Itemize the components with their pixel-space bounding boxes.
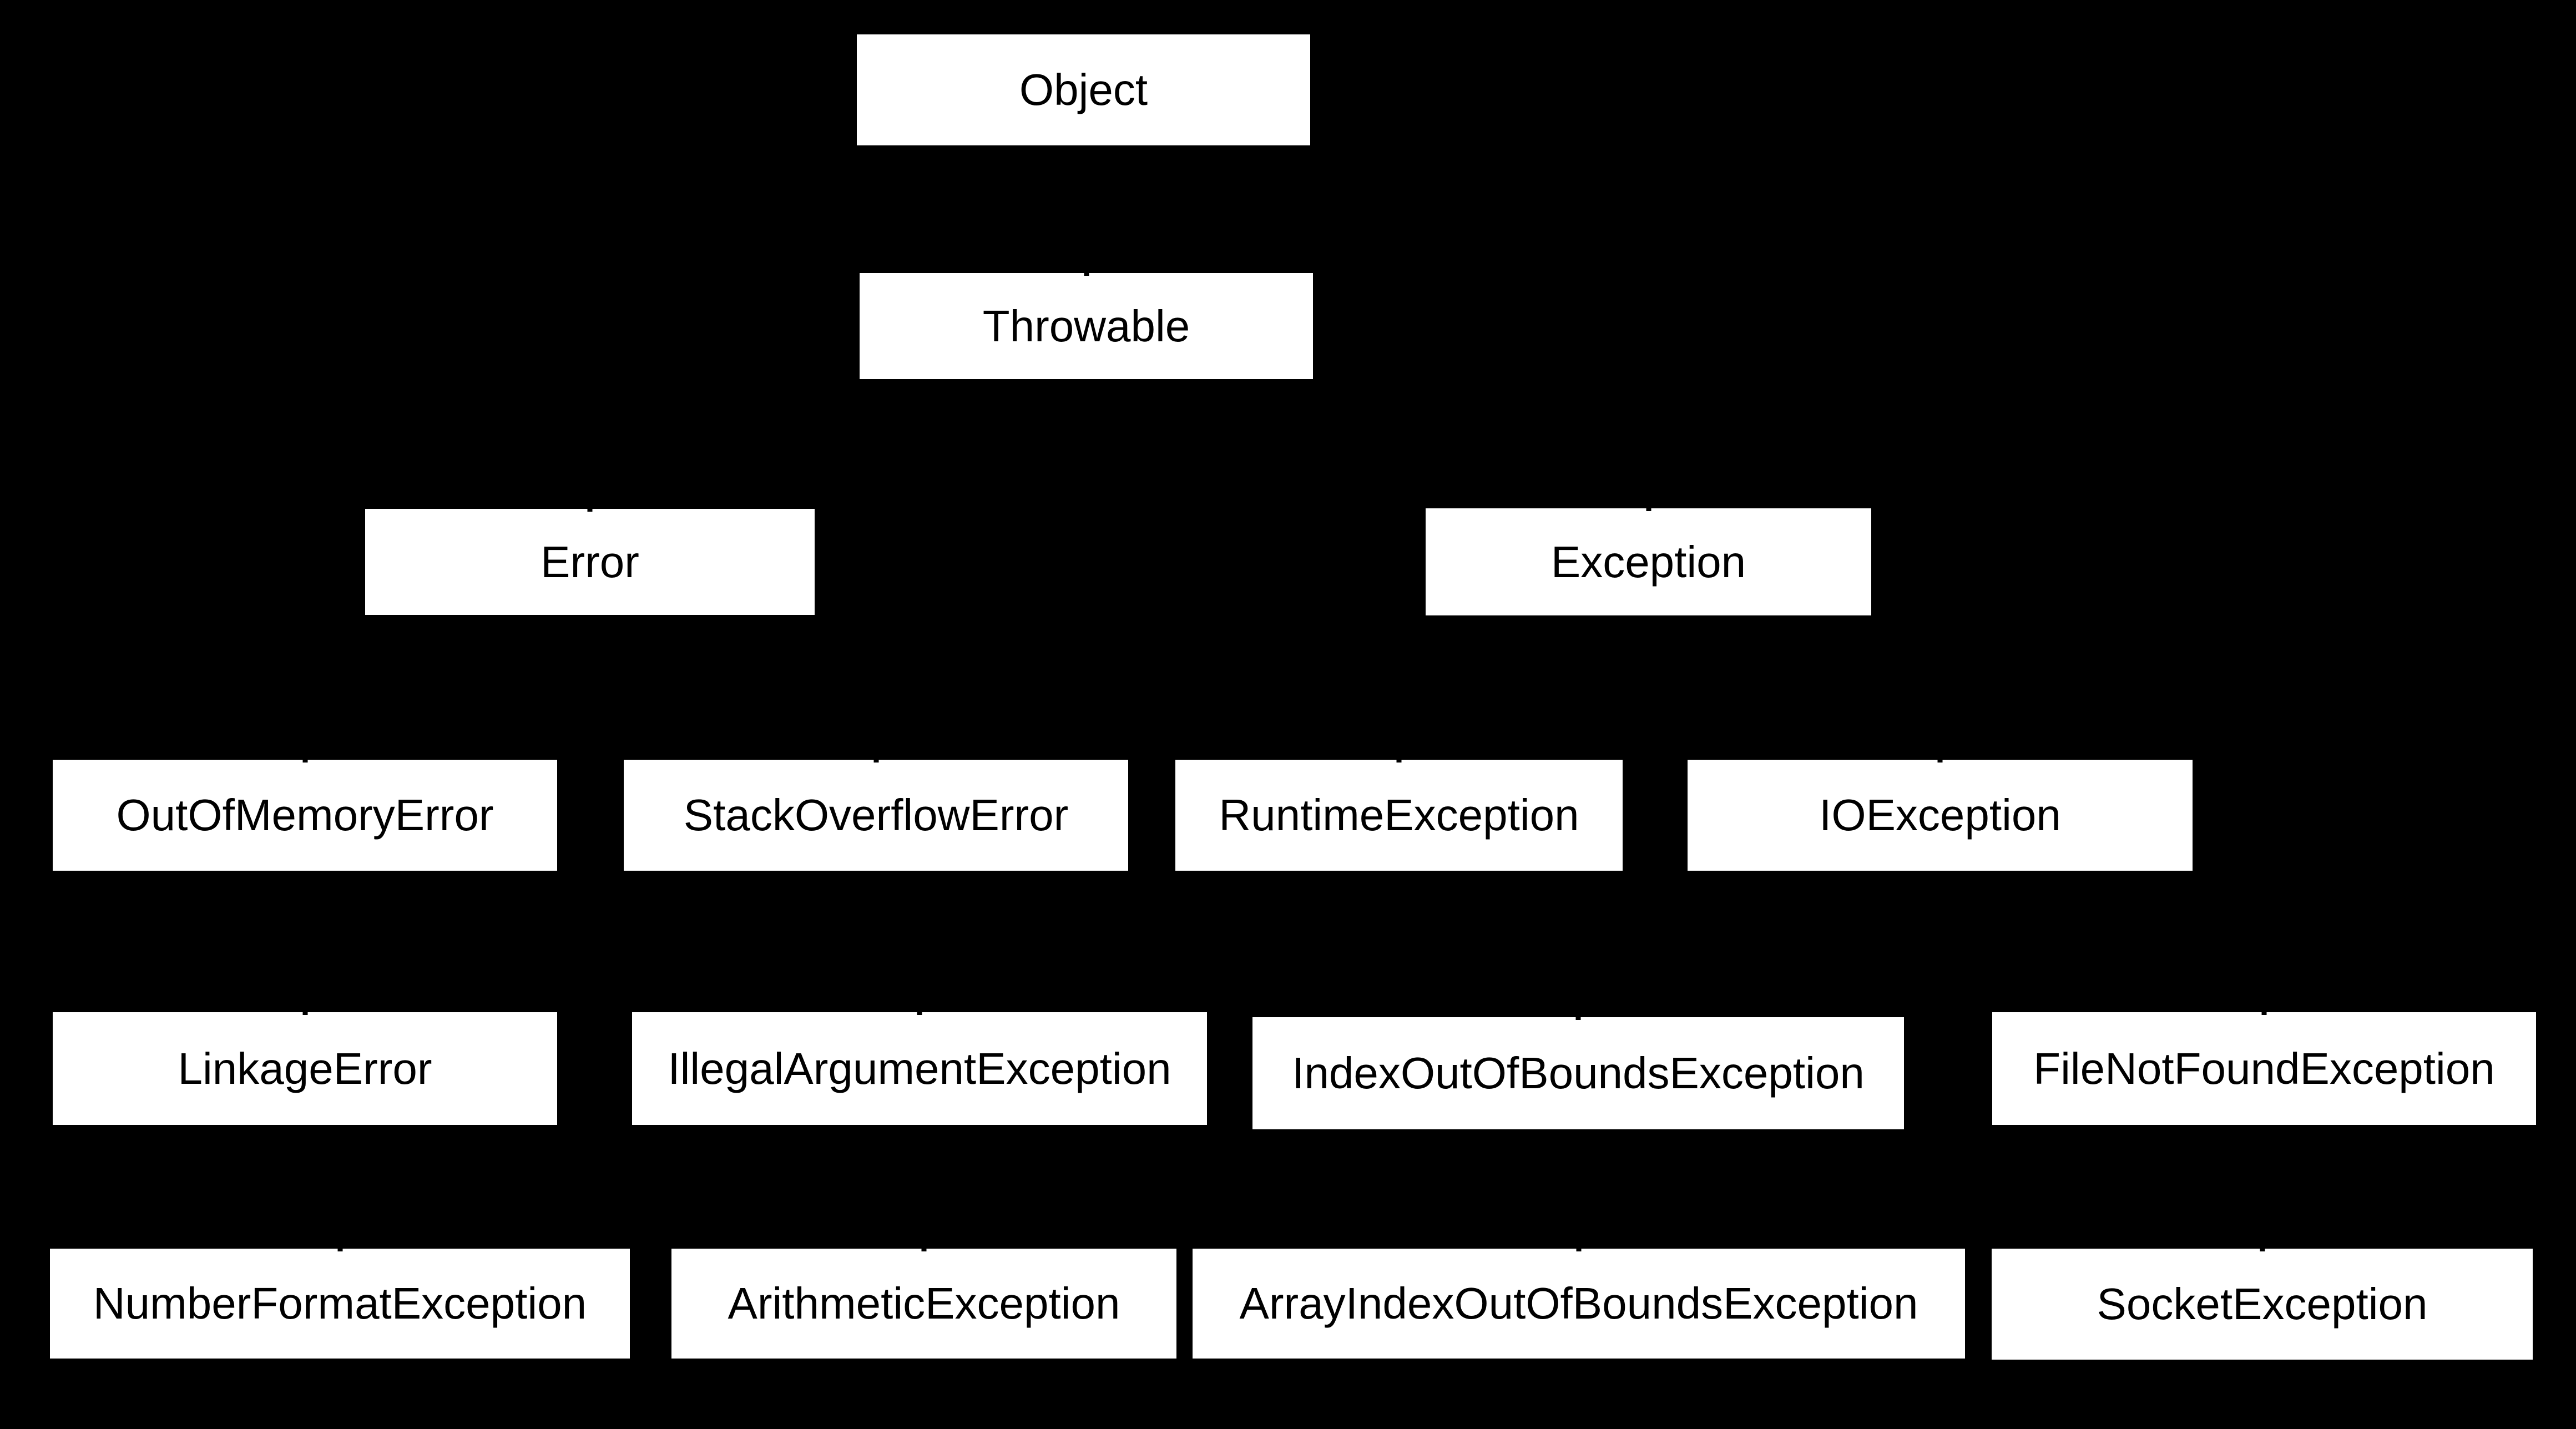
- node-file-not-found-exception: FileNotFoundException: [1992, 1012, 2536, 1125]
- node-stack-overflow-error: StackOverflowError: [624, 760, 1128, 871]
- node-illegal-argument-exception: IllegalArgumentException: [632, 1012, 1207, 1125]
- node-io-exception: IOException: [1688, 760, 2193, 871]
- node-throwable: Throwable: [860, 273, 1313, 379]
- node-array-index-out-of-bounds-exception: ArrayIndexOutOfBoundsException: [1193, 1249, 1965, 1359]
- node-number-format-exception: NumberFormatException: [50, 1249, 630, 1359]
- node-index-out-of-bounds-exception: IndexOutOfBoundsException: [1252, 1017, 1904, 1129]
- node-runtime-exception: RuntimeException: [1175, 760, 1623, 871]
- node-object: Object: [857, 34, 1310, 145]
- node-out-of-memory-error: OutOfMemoryError: [53, 760, 557, 871]
- node-arithmetic-exception: ArithmeticException: [671, 1249, 1176, 1359]
- node-linkage-error: LinkageError: [53, 1012, 557, 1125]
- node-error: Error: [365, 509, 815, 615]
- node-exception: Exception: [1426, 508, 1871, 615]
- node-socket-exception: SocketException: [1992, 1249, 2533, 1360]
